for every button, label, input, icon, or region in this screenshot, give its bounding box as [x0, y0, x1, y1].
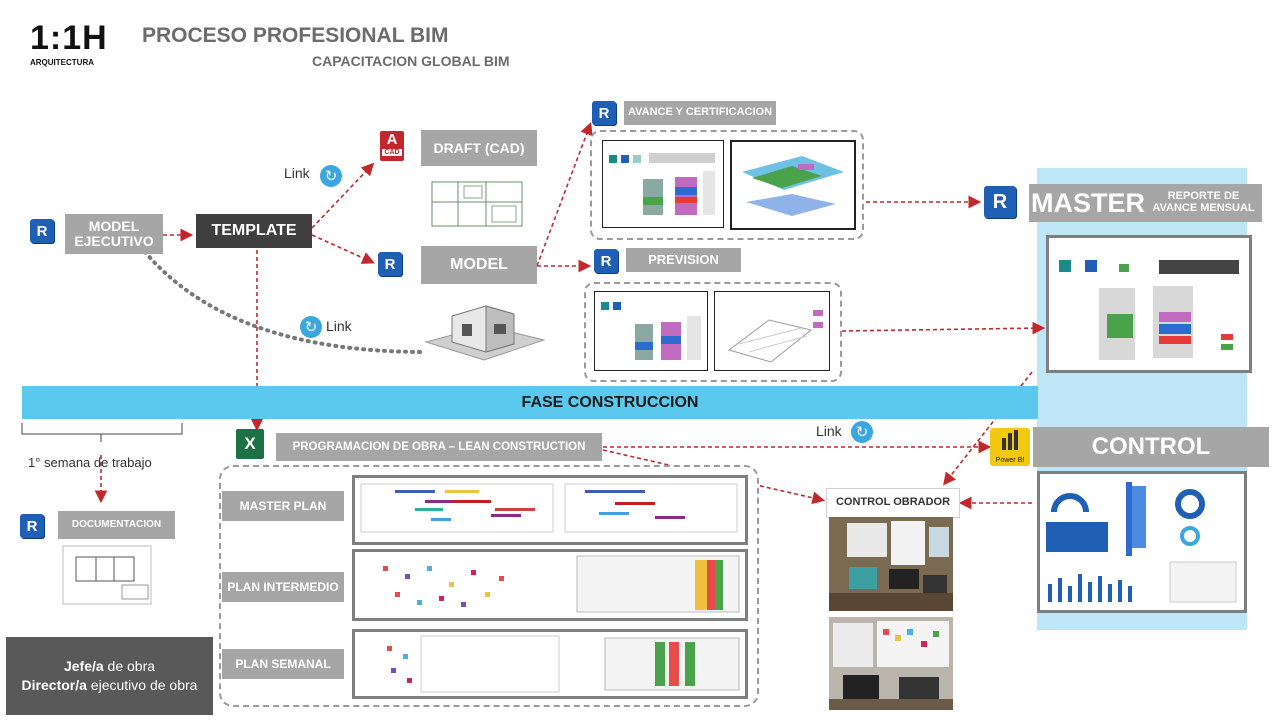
- master-label: MASTER: [1031, 187, 1145, 218]
- fase-construccion-band: [22, 386, 1038, 419]
- template-label: TEMPLATE: [211, 222, 297, 239]
- sync-icon: ↻: [851, 421, 873, 443]
- model-box: MODEL: [421, 246, 537, 284]
- control-label: CONTROL: [1091, 433, 1211, 461]
- logo-subtitle: ARQUITECTURA: [30, 58, 94, 67]
- prevision-sheet-thumbnail: [594, 291, 708, 371]
- cad-plan-thumbnail: [431, 181, 523, 227]
- avance-certificacion-box: AVANCE Y CERTIFICACION: [624, 101, 776, 125]
- obrador-office-photo: [829, 517, 953, 611]
- prevision-box: PREVISION: [626, 248, 741, 272]
- autocad-tag: CAD: [382, 149, 402, 156]
- model-ejecutivo-box: MODEL EJECUTIVO: [65, 214, 163, 254]
- avance-certificacion-label: AVANCE Y CERTIFICACION: [627, 106, 773, 119]
- power-bi-label: Power BI: [995, 457, 1025, 464]
- autocad-icon: A CAD: [380, 131, 404, 161]
- plan-intermedio-sheet: [352, 549, 748, 621]
- model-ejecutivo-label: MODEL EJECUTIVO: [74, 218, 154, 249]
- obrador-wall-photo: [829, 617, 953, 710]
- director-role-bold: Director/a: [21, 677, 87, 693]
- jefe-role-bold: Jefe/a: [63, 658, 104, 674]
- semana-label: 1° semana de trabajo: [28, 455, 152, 470]
- revit-icon: R: [30, 219, 54, 243]
- master-plan-box: MASTER PLAN: [222, 491, 344, 521]
- programacion-box: PROGRAMACION DE OBRA – LEAN CONSTRUCTION: [276, 433, 602, 461]
- revit-icon: R: [20, 514, 44, 538]
- master-box: MASTER REPORTE DE AVANCE MENSUAL: [1029, 184, 1262, 222]
- prevision-plan-thumbnail: [714, 291, 830, 371]
- revit-icon: R: [592, 101, 616, 125]
- company-logo: 1:1H ARQUITECTURA: [30, 18, 108, 67]
- power-bi-dashboard-thumbnail: [1037, 471, 1247, 613]
- control-box: CONTROL: [1033, 427, 1269, 467]
- autocad-letter: A: [386, 131, 398, 148]
- documentacion-box: DOCUMENTACION: [58, 511, 175, 539]
- avance-sheet-thumbnail: [602, 140, 724, 228]
- reporte-sheet-thumbnail: [1046, 235, 1252, 373]
- reporte-label: REPORTE DE AVANCE MENSUAL: [1152, 190, 1255, 214]
- logo-mark: 1:1H: [30, 19, 108, 57]
- power-bi-icon: Power BI: [990, 428, 1030, 466]
- link-label-top: Link: [284, 165, 310, 181]
- excel-letter: X: [244, 434, 256, 453]
- revit-icon: R: [594, 249, 618, 273]
- arrow-template-to-model: [311, 234, 375, 264]
- programacion-label: PROGRAMACION DE OBRA – LEAN CONSTRUCTION: [292, 440, 586, 453]
- house-3d-model: [424, 305, 546, 361]
- roles-box: Jefe/a de obra Director/a ejecutivo de o…: [6, 637, 213, 715]
- link-label-mid: Link: [326, 318, 352, 334]
- fase-construccion-label: FASE CONSTRUCCION: [521, 393, 699, 411]
- draft-cad-box: DRAFT (CAD): [421, 130, 537, 166]
- draft-cad-label: DRAFT (CAD): [433, 139, 525, 156]
- link-label-right: Link: [816, 423, 842, 439]
- semana-bracket: [21, 423, 183, 442]
- director-role-rest: ejecutivo de obra: [86, 677, 198, 693]
- page-title: PROCESO PROFESIONAL BIM: [142, 24, 449, 47]
- link-curve: [143, 250, 427, 354]
- revit-icon: R: [984, 186, 1016, 218]
- master-plan-gantt: [352, 475, 748, 545]
- jefe-role-rest: de obra: [103, 658, 156, 674]
- template-box: TEMPLATE: [196, 214, 312, 248]
- master-plan-label: MASTER PLAN: [239, 498, 327, 513]
- plan-intermedio-label: PLAN INTERMEDIO: [227, 579, 339, 594]
- prevision-label: PREVISION: [648, 252, 719, 268]
- avance-3d-thumbnail: [730, 140, 856, 230]
- arrow-template-to-draft: [311, 162, 375, 229]
- control-obrador-label: CONTROL OBRADOR: [835, 496, 951, 509]
- plan-semanal-sheet: [352, 629, 748, 699]
- sync-icon: ↻: [320, 165, 342, 187]
- arrow-model-to-avance: [536, 122, 593, 267]
- model-label: MODEL: [450, 255, 508, 273]
- power-bi-bars-icon: [1002, 430, 1018, 450]
- plan-intermedio-box: PLAN INTERMEDIO: [222, 572, 344, 602]
- jefe-role: Jefe/a de obra: [6, 657, 213, 676]
- sync-icon: ↻: [300, 316, 322, 338]
- plan-semanal-box: PLAN SEMANAL: [222, 649, 344, 679]
- documentacion-plan-thumbnail: [62, 545, 152, 605]
- revit-icon: R: [378, 252, 402, 276]
- plan-semanal-label: PLAN SEMANAL: [235, 656, 331, 671]
- page-subtitle: CAPACITACION GLOBAL BIM: [312, 53, 510, 69]
- control-obrador-box: CONTROL OBRADOR: [826, 488, 960, 518]
- arrow-prevision-to-reporte: [841, 321, 1046, 335]
- excel-icon: X: [236, 429, 264, 459]
- director-role: Director/a ejecutivo de obra: [6, 676, 213, 695]
- documentacion-label: DOCUMENTACION: [71, 518, 162, 530]
